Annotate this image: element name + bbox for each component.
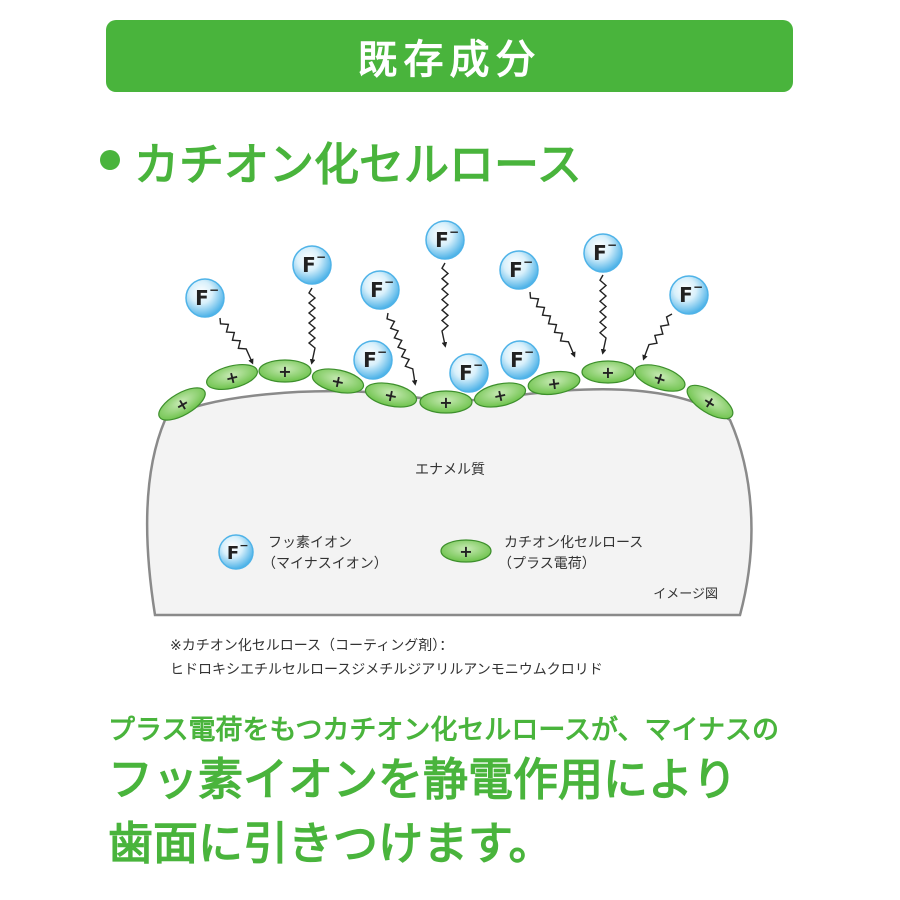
attraction-arrow bbox=[219, 317, 254, 365]
ion-charge: − bbox=[384, 275, 394, 289]
ingredient-name: カチオン化セルロース bbox=[134, 137, 582, 191]
ion-symbol: F bbox=[363, 348, 377, 372]
legend-fluoride-symbol: F bbox=[227, 543, 239, 564]
ion-charge: − bbox=[607, 238, 617, 252]
legend-cellulose: + カチオン化セルロース （プラス電荷） bbox=[440, 535, 643, 572]
fluoride-ion: F− bbox=[292, 245, 332, 285]
plus-symbol: + bbox=[492, 385, 509, 406]
fluoride-ion: F− bbox=[425, 220, 465, 260]
ion-symbol: F bbox=[370, 278, 384, 302]
plus-charge-ellipse: + bbox=[686, 384, 734, 420]
ion-charge: − bbox=[523, 255, 533, 269]
attraction-arrow bbox=[642, 313, 673, 361]
image-note: イメージ図 bbox=[653, 587, 718, 602]
ion-charge: − bbox=[377, 345, 387, 359]
ion-symbol: F bbox=[435, 228, 449, 252]
ion-symbol: F bbox=[195, 286, 209, 310]
ingredient-heading: カチオン化セルロース bbox=[100, 130, 582, 191]
fluoride-ion: F− bbox=[185, 278, 225, 318]
fluoride-ion: F− bbox=[499, 250, 539, 290]
legend-fluoride: F − フッ素イオン （マイナスイオン） bbox=[218, 534, 388, 572]
plus-charge-ellipse: + bbox=[364, 382, 418, 408]
attraction-arrow bbox=[440, 262, 450, 348]
legend-fluoride-charge: − bbox=[239, 539, 248, 552]
plus-charge-ellipse: + bbox=[634, 364, 686, 392]
legend-cellulose-plus: + bbox=[459, 542, 472, 561]
claim-line3: 歯面に引きつけます。 bbox=[108, 817, 554, 870]
footnote-line1: ※カチオン化セルロース（コーティング剤）： bbox=[170, 638, 454, 654]
bullet-dot bbox=[100, 150, 120, 170]
plus-symbol: + bbox=[223, 367, 241, 389]
plus-symbol: + bbox=[601, 363, 614, 382]
plus-charge-ellipse: + bbox=[527, 370, 581, 396]
footnote: ※カチオン化セルロース（コーティング剤）： ヒドロキシエチルセルロースジメチルジ… bbox=[170, 634, 603, 682]
plus-symbol: + bbox=[329, 371, 346, 392]
fluoride-ion: F− bbox=[583, 233, 623, 273]
plus-charge-ellipse: + bbox=[158, 387, 206, 421]
enamel-surface bbox=[145, 388, 753, 617]
ion-symbol: F bbox=[679, 283, 693, 307]
plus-charge-ellipse: + bbox=[206, 364, 258, 390]
ion-charge: − bbox=[524, 345, 534, 359]
legend-cellulose-line1: カチオン化セルロース bbox=[504, 535, 643, 551]
plus-charge-ellipse: + bbox=[419, 390, 473, 414]
legend-fluoride-line2: （マイナスイオン） bbox=[262, 556, 388, 572]
legend-fluoride-line1: フッ素イオン bbox=[268, 535, 352, 551]
fluoride-ions: F−F−F−F−F−F−F−F−F−F− bbox=[185, 220, 709, 393]
plus-charge-ellipse: + bbox=[473, 382, 527, 408]
fluoride-ion: F− bbox=[353, 340, 393, 380]
attraction-arrow bbox=[529, 291, 576, 358]
plus-charge-ellipse: + bbox=[581, 360, 635, 384]
footnote-line2: ヒドロキシエチルセルロースジメチルジアリルアンモニウムクロリド bbox=[170, 662, 603, 678]
section-banner: 既存成分 bbox=[106, 20, 793, 92]
attraction-arrow bbox=[386, 312, 418, 386]
ion-charge: − bbox=[449, 225, 459, 239]
ion-symbol: F bbox=[509, 258, 523, 282]
plus-symbol: + bbox=[278, 362, 291, 381]
ion-charge: − bbox=[473, 358, 483, 372]
ion-charge: − bbox=[209, 283, 219, 297]
attraction-arrow bbox=[598, 274, 608, 355]
plus-charge-ellipse: + bbox=[311, 368, 365, 394]
claim-line2: フッ素イオンを静電作用により bbox=[108, 753, 738, 806]
ion-charge: − bbox=[693, 280, 703, 294]
plus-symbol: + bbox=[439, 393, 452, 412]
plus-symbol: + bbox=[651, 367, 670, 389]
ion-symbol: F bbox=[459, 361, 473, 385]
plus-charge-ellipse: + bbox=[258, 359, 312, 383]
banner-title: 既存成分 bbox=[357, 37, 542, 83]
plus-symbol: + bbox=[382, 385, 399, 406]
plus-symbol: + bbox=[546, 373, 562, 394]
legend-cellulose-line2: （プラス電荷） bbox=[498, 556, 596, 572]
ion-symbol: F bbox=[593, 241, 607, 265]
fluoride-ion: F− bbox=[449, 353, 489, 393]
fluoride-ion: F− bbox=[500, 340, 540, 380]
ion-charge: − bbox=[316, 250, 326, 264]
claim-line1: プラス電荷をもつカチオン化セルロースが、マイナスの bbox=[108, 715, 779, 746]
enamel-label: エナメル質 bbox=[415, 462, 485, 478]
fluoride-ion: F− bbox=[360, 270, 400, 310]
fluoride-ion: F− bbox=[669, 275, 709, 315]
cellulose-chain: + + + + + + + + + + + bbox=[158, 359, 734, 421]
ion-symbol: F bbox=[510, 348, 524, 372]
ion-symbol: F bbox=[302, 253, 316, 277]
attraction-arrow bbox=[307, 287, 317, 365]
